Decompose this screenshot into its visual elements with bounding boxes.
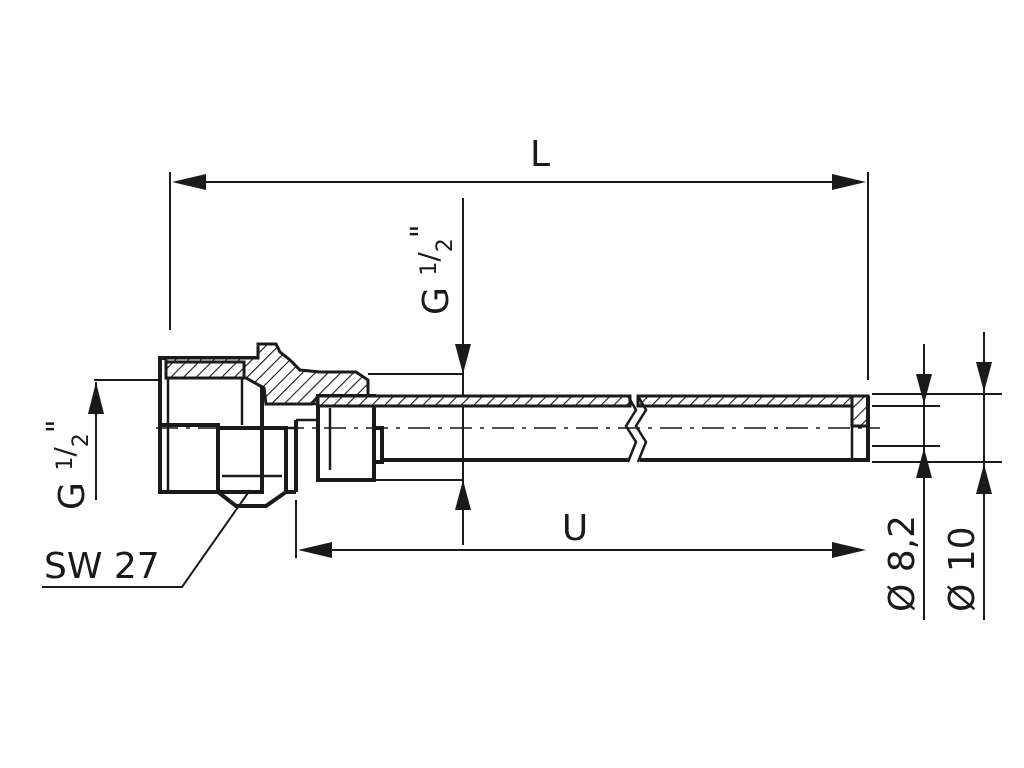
arrowhead-thread-left (88, 382, 104, 414)
hex-nut-face (216, 426, 288, 508)
label-u: U (562, 508, 588, 549)
dimension-diameter-outer: Ø 10 (872, 332, 1002, 620)
tube-wall-top-2 (636, 394, 870, 408)
arrowhead-dia-inner-top (916, 374, 932, 404)
wrench-size-callout: SW 27 (42, 489, 251, 588)
thread-left-num: 1 (53, 457, 78, 471)
thread-top-num: 1 (417, 262, 442, 276)
thread-top-inch: " (405, 224, 440, 238)
thread-top-den: 2 (433, 238, 458, 252)
thread-left-label: G 1/2" (41, 419, 94, 510)
wrench-leader-line (42, 489, 251, 588)
thread-stub (316, 394, 376, 482)
thread-left-den: 2 (69, 433, 94, 447)
head-thread-hatch (164, 360, 246, 380)
head-section-hatch (164, 342, 370, 406)
label-dia-10: Ø 10 (942, 526, 983, 612)
tube-tip-hatch (850, 394, 870, 428)
thermowell-body (156, 342, 880, 508)
arrowhead-u-left (298, 542, 332, 558)
arrowhead-dia-outer-top (976, 362, 992, 392)
thread-left-slash: / (48, 447, 81, 457)
arrowhead-dia-outer-bottom (976, 464, 992, 494)
arrowhead-l-right (832, 174, 866, 190)
thread-top-label: G 1/2" (405, 224, 458, 315)
tube-wall-top-1 (316, 394, 632, 408)
dimension-thread-left: G 1/2" (41, 379, 160, 510)
dimension-insertion-length: U (295, 500, 866, 558)
dimension-diameter-inner: Ø 8,2 (872, 344, 940, 620)
thread-left-inch: " (41, 419, 76, 433)
arrowhead-l-left (172, 174, 206, 190)
thread-top-g: G (416, 276, 457, 315)
dimension-overall-length: L (169, 134, 869, 380)
dimension-thread-top: G 1/2" (368, 198, 471, 545)
label-sw27: SW 27 (44, 546, 160, 587)
label-dia-8-2: Ø 8,2 (882, 515, 923, 612)
thread-left-g: G (52, 471, 93, 510)
arrowhead-thread-top-upper (455, 344, 471, 374)
break-line-left (624, 395, 638, 463)
thread-top-slash: / (412, 252, 445, 262)
arrowhead-u-right (832, 542, 866, 558)
break-line-right (634, 395, 648, 463)
label-l: L (530, 134, 550, 175)
arrowhead-thread-top-lower (455, 480, 471, 510)
